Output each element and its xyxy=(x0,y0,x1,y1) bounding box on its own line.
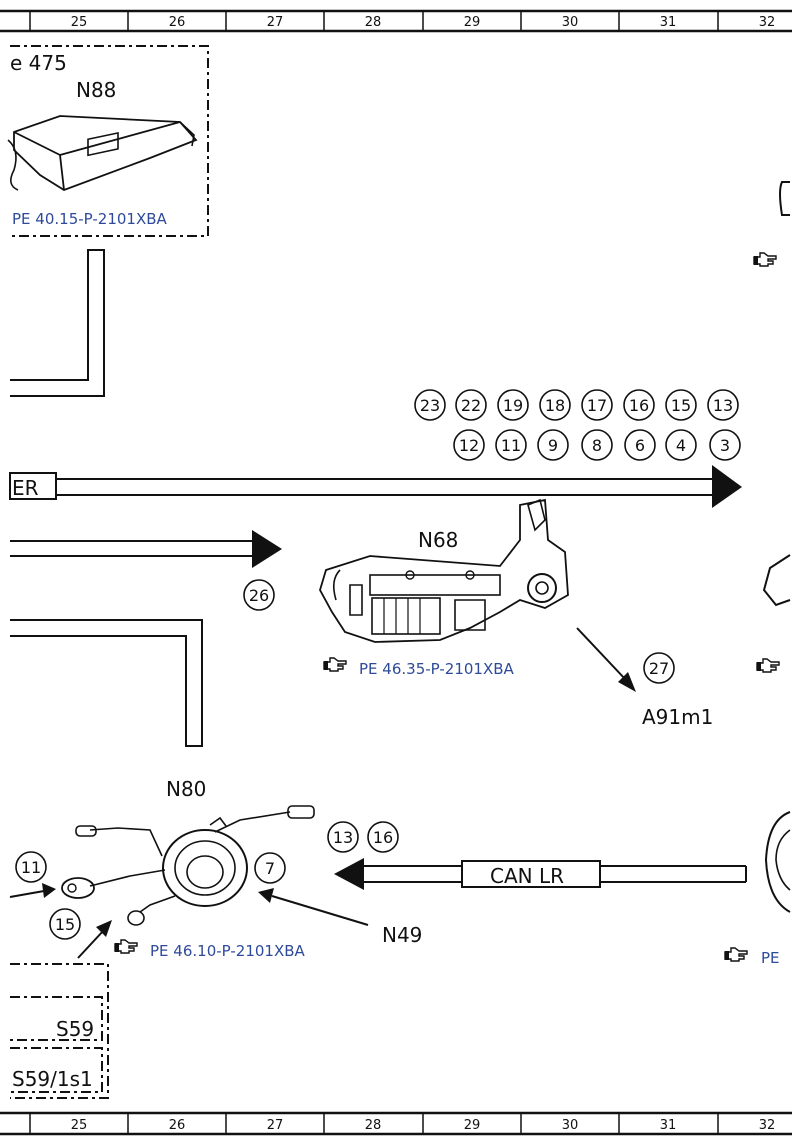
svg-text:19: 19 xyxy=(503,396,523,415)
svg-text:16: 16 xyxy=(629,396,649,415)
connector-pin-circle: 3 xyxy=(709,429,741,461)
grid-column-label: 28 xyxy=(365,1118,382,1133)
grid-column-label: 29 xyxy=(464,1118,481,1133)
a91m1-label: A91m1 xyxy=(642,705,713,729)
grid-column-label: 32 xyxy=(759,15,776,30)
s591s1-label: S59/1s1 xyxy=(12,1067,93,1091)
grid-column-label: 30 xyxy=(562,1118,579,1133)
n88-module-drawing xyxy=(7,115,198,191)
er-bus-arrow: ER xyxy=(9,465,742,508)
can-lr-bus-arrow: CAN LR xyxy=(334,858,747,890)
connector-pin-circle: 17 xyxy=(581,389,613,421)
connector-pin-circle: 11 xyxy=(495,429,527,461)
connector-pin-circle: 9 xyxy=(537,429,569,461)
arrow-to-a91m1 xyxy=(576,627,636,692)
arrow-n49-to-n80 xyxy=(258,888,369,926)
connector-pin-circle: 13 xyxy=(707,389,739,421)
svg-text:4: 4 xyxy=(676,436,686,455)
connector-pin-circle: 26 xyxy=(243,579,275,611)
svg-text:22: 22 xyxy=(461,396,481,415)
grid-column-label: 25 xyxy=(71,15,88,30)
n80-steering-column-switch-drawing xyxy=(61,805,315,926)
svg-text:18: 18 xyxy=(545,396,565,415)
grid-column-label: 27 xyxy=(267,15,284,30)
grid-column-label: 28 xyxy=(365,15,382,30)
grid-column-label: 31 xyxy=(660,15,677,30)
bottom-grid-ruler: 25 26 27 28 29 30 31 32 xyxy=(0,1111,792,1136)
connector-pin-bottom-row: 12 11 9 8 6 4 3 xyxy=(453,429,741,461)
arrow-11-to-n80 xyxy=(9,883,56,898)
bus-arrow-to-n68 xyxy=(10,530,282,568)
svg-text:7: 7 xyxy=(265,859,275,878)
connector-pin-circle: 6 xyxy=(624,429,656,461)
svg-text:27: 27 xyxy=(649,659,669,678)
s59-boxes: S59 S59/1s1 xyxy=(10,963,109,1099)
connector-pin-circle: 16 xyxy=(623,389,655,421)
connector-pin-circle: 8 xyxy=(581,429,613,461)
n68-label: N68 xyxy=(418,528,458,552)
connector-pin-circle: 23 xyxy=(414,389,446,421)
connector-pin-circle: 7 xyxy=(254,852,286,884)
n80-label: N80 xyxy=(166,777,206,801)
n88-component-box: e 475 N88 PE 40.15-P-2101XBA xyxy=(7,45,209,237)
arrow-15-to-n80 xyxy=(77,920,112,959)
grid-column-label: 26 xyxy=(169,1118,186,1133)
svg-text:11: 11 xyxy=(21,858,41,877)
s59-label: S59 xyxy=(56,1017,94,1041)
hand-pointer-icon xyxy=(753,252,777,267)
can-lr-label: CAN LR xyxy=(490,864,564,888)
connector-pin-circle: 19 xyxy=(497,389,529,421)
svg-text:16: 16 xyxy=(373,828,393,847)
grid-column-label: 26 xyxy=(169,15,186,30)
grid-column-label: 32 xyxy=(759,1118,776,1133)
er-partial-label: ER xyxy=(12,476,39,500)
connector-pin-circle: 16 xyxy=(367,821,399,853)
connector-pin-circle: 4 xyxy=(665,429,697,461)
svg-text:15: 15 xyxy=(55,915,75,934)
hand-pointer-icon xyxy=(756,658,780,673)
svg-text:15: 15 xyxy=(671,396,691,415)
top-grid-ruler: 25 26 27 28 29 30 31 32 xyxy=(0,9,792,33)
connector-pin-circle: 18 xyxy=(539,389,571,421)
connector-pin-circle: 13 xyxy=(327,821,359,853)
n80-ref-link[interactable]: PE 46.10-P-2101XBA xyxy=(150,942,306,960)
svg-text:9: 9 xyxy=(548,436,558,455)
n80-component: N80 PE 46.10-P-2101XBA xyxy=(61,777,315,960)
n88-label: N88 xyxy=(76,78,116,102)
svg-text:23: 23 xyxy=(420,396,440,415)
svg-text:17: 17 xyxy=(587,396,607,415)
grid-column-label: 30 xyxy=(562,15,579,30)
grid-column-label: 29 xyxy=(464,15,481,30)
connector-pin-circle: 15 xyxy=(665,389,697,421)
connector-pin-top-row: 23 22 19 18 17 16 15 13 xyxy=(414,389,739,421)
grid-column-label: 27 xyxy=(267,1118,284,1133)
right-ref-link[interactable]: PE xyxy=(761,949,780,967)
connector-pin-circle: 15 xyxy=(49,908,81,940)
n88-partial-label: e 475 xyxy=(10,51,67,75)
connector-pin-circle: 27 xyxy=(643,652,675,684)
svg-text:8: 8 xyxy=(592,436,602,455)
n88-ref-link[interactable]: PE 40.15-P-2101XBA xyxy=(12,210,168,228)
hand-pointer-icon xyxy=(114,939,138,954)
svg-text:3: 3 xyxy=(720,436,730,455)
n68-steering-lock-drawing xyxy=(319,498,569,643)
svg-text:26: 26 xyxy=(249,586,269,605)
svg-text:6: 6 xyxy=(635,436,645,455)
n68-component: N68 PE 46.35-P-2101XBA xyxy=(319,498,569,678)
connector-pin-circle: 11 xyxy=(15,851,47,883)
n49-label: N49 xyxy=(382,923,422,947)
svg-text:11: 11 xyxy=(501,436,521,455)
grid-column-label: 31 xyxy=(660,1118,677,1133)
n68-ref-link[interactable]: PE 46.35-P-2101XBA xyxy=(359,660,515,678)
hand-pointer-icon xyxy=(724,947,748,962)
svg-text:13: 13 xyxy=(333,828,353,847)
connector-pin-circle: 12 xyxy=(453,429,485,461)
svg-text:12: 12 xyxy=(459,436,479,455)
connector-pin-circle: 22 xyxy=(455,389,487,421)
hand-pointer-icon xyxy=(323,657,347,672)
grid-column-label: 25 xyxy=(71,1118,88,1133)
svg-text:13: 13 xyxy=(713,396,733,415)
